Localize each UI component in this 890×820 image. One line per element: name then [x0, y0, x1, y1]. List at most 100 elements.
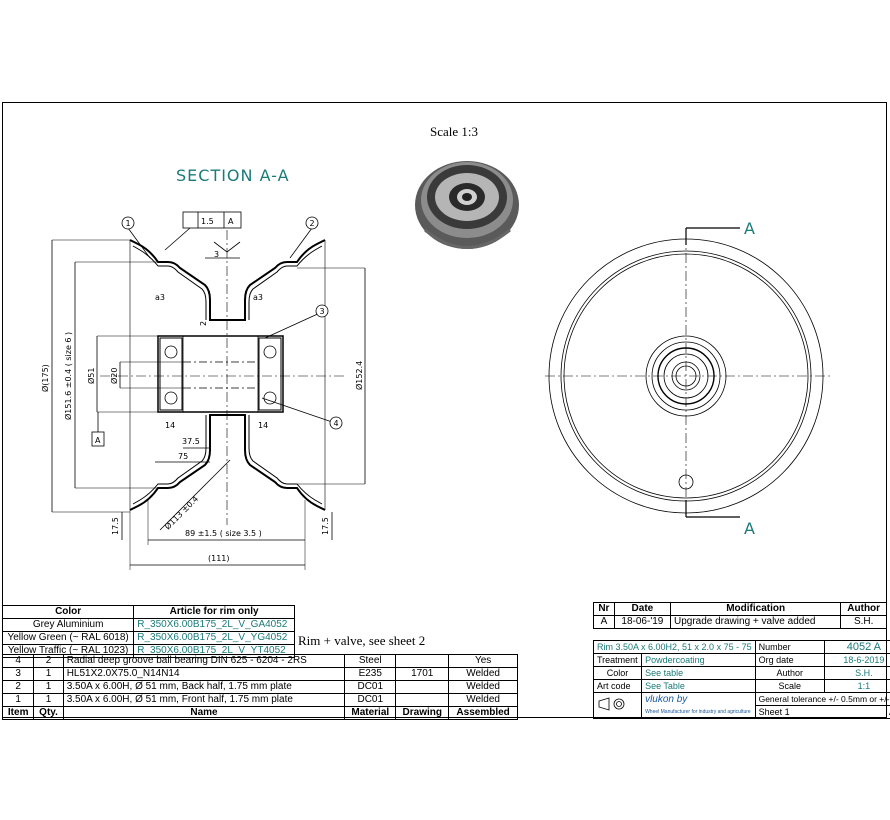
rim-profile-bottom [129, 414, 326, 511]
dim-d1516: Ø151.6 ±0.4 ( size 6 ) [63, 332, 73, 420]
tb-color-label: Color [592, 666, 643, 680]
bom-header-assembled: Assembled [448, 706, 518, 720]
logo-text: vlukon by [645, 693, 688, 705]
bom-name: HL51X2.0X75.0_N14N14 [62, 667, 346, 681]
tb-sheet-row: Sheet 1 A2 [756, 706, 890, 718]
bom-assembled: Welded [448, 693, 518, 707]
color-name: Grey Aluminium [1, 618, 135, 632]
rev-header-mod: Modification [669, 602, 842, 616]
tol-datum: A [228, 217, 234, 226]
bom-qty: 1 [33, 680, 64, 694]
rev-header-nr: Nr [593, 602, 615, 616]
tb-artcode-label: Art code [592, 679, 643, 693]
bom-drawing [395, 654, 450, 668]
bom-assembled: Welded [448, 667, 518, 681]
rev-header-date: Date [613, 602, 671, 616]
bom-qty: 2 [33, 654, 64, 668]
color-header: Color [1, 605, 135, 619]
dim-d175: Ø(175) [40, 364, 50, 392]
hub-tube [157, 335, 284, 413]
bom-drawing: 1701 [395, 667, 450, 681]
tol-label: 1.5 [201, 217, 214, 226]
tb-treatment: Powdercoating [641, 653, 756, 667]
bom-name: 3.50A x 6.00H, Ø 51 mm, Back half, 1.75 … [62, 680, 346, 694]
bom-name: 3.50A x 6.00H, Ø 51 mm, Front half, 1.75… [62, 693, 346, 707]
dim-d51: Ø51 [86, 368, 96, 384]
section-marker-bottom: A [744, 519, 755, 538]
datum-box [91, 431, 105, 447]
balloon-4 [329, 416, 343, 430]
bearing-left [159, 337, 183, 411]
bom-assembled: Yes [448, 654, 518, 668]
color-article: R_350X6.00B175_2L_V_GA4052 [133, 618, 295, 632]
bom-item: 1 [1, 693, 35, 707]
bom-material: E235 [344, 667, 397, 681]
section-marker-top: A [744, 219, 755, 238]
dim-17-5-left: 17.5 [111, 517, 120, 535]
bom-drawing [395, 693, 450, 707]
bom-item: 4 [1, 654, 35, 668]
tb-sheet: Sheet 1 [758, 707, 790, 717]
dim-17-5-right: 17.5 [321, 517, 330, 535]
balloon-1 [121, 216, 135, 230]
balloon-2-label: 2 [310, 219, 315, 228]
bom-material: DC01 [344, 680, 397, 694]
bom-name: Radial deep groove ball bearing DIN 625 … [62, 654, 346, 668]
dim-d1524: Ø152.4 [354, 361, 364, 390]
tolerance-cell: General tolerance +/- 0.5mm or +/- 1° Sh… [754, 692, 890, 719]
dim-75: 75 [178, 452, 188, 461]
color-article: R_350X6.00B175_2L_V_YG4052 [133, 631, 295, 645]
rev-nr: A [593, 615, 615, 629]
rim-profile-top [129, 239, 326, 321]
dim-89: 89 ±1.5 ( size 3.5 ) [185, 529, 262, 538]
tb-size: A2 [889, 706, 890, 718]
wheel-3d-render [415, 161, 519, 249]
rev-header-author: Author [840, 602, 887, 616]
bom-drawing [395, 680, 450, 694]
balloon-2 [305, 216, 319, 230]
bom-header-drawing: Drawing [395, 706, 450, 720]
a3-right-label: a3 [253, 293, 263, 302]
color-name: Yellow Green (~ RAL 6018) [1, 631, 135, 645]
rev-author: S.H. [840, 615, 887, 629]
bom-qty: 1 [33, 693, 64, 707]
weld-label: 3 [214, 250, 219, 259]
tb-artcode: See Table [641, 679, 756, 693]
tb-number: 4052 A [823, 640, 890, 654]
tb-description: Rim 3.50A x 6.00H2, 51 x 2.0 x 75 - 75 [593, 640, 756, 654]
bom-material: Steel [344, 654, 397, 668]
balloon-3-label: 3 [320, 307, 325, 316]
bearing-right [258, 337, 282, 411]
tb-tolerance: General tolerance +/- 0.5mm or +/- 1° [755, 693, 890, 706]
rim-note: Rim + valve, see sheet 2 [298, 633, 426, 648]
balloon-3 [315, 304, 329, 318]
dim-14-right: 14 [258, 421, 268, 430]
a3-left-label: a3 [155, 293, 165, 302]
tb-scale: 1:1 [823, 679, 890, 693]
scale-label: Scale 1:3 [430, 124, 479, 139]
bom-item: 2 [1, 680, 35, 694]
projection-symbol [592, 692, 643, 719]
bom-header-material: Material [344, 706, 397, 720]
balloon-4-label: 4 [334, 419, 339, 428]
bom-item: 3 [1, 667, 35, 681]
tb-author: S.H. [823, 666, 890, 680]
tb-treatment-label: Treatment [592, 653, 643, 667]
tb-author-label: Author [754, 666, 825, 680]
rev-mod: Upgrade drawing + valve added [669, 615, 842, 629]
datum-box-label: A [95, 436, 101, 445]
logo-subtext: Wheel Manufacturer for industry and agri… [645, 708, 751, 715]
bom-header-qty: Qty. [33, 706, 64, 720]
vlukon-logo: vlukon by Wheel Manufacturer for industry… [641, 692, 756, 719]
dim-14-left: 14 [165, 421, 175, 430]
tb-color: See table [641, 666, 756, 680]
dim-d113: Ø113 ±0.4 [162, 494, 200, 532]
bom-assembled: Welded [448, 680, 518, 694]
balloon-1-label: 1 [126, 219, 131, 228]
tb-number-label: Number [754, 640, 825, 654]
